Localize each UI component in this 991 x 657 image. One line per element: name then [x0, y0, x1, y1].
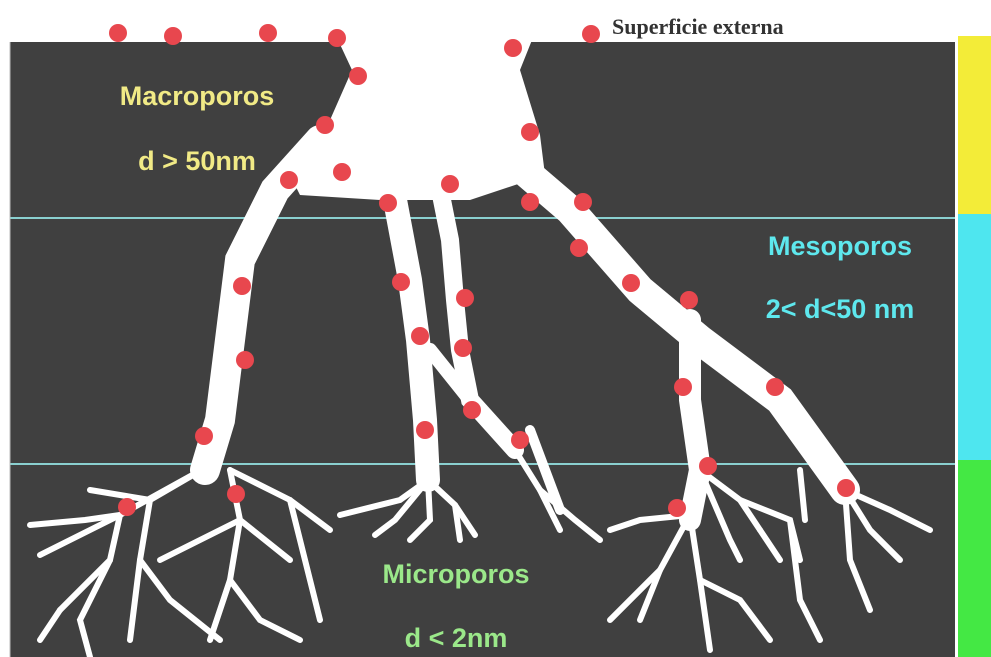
- meso-name-label: Mesoporos: [768, 231, 912, 261]
- micro-name-label: Microporos: [382, 559, 529, 589]
- zone-color-bar: [958, 36, 991, 657]
- active-site-dot: [379, 194, 397, 212]
- active-site-dot: [582, 25, 600, 43]
- active-site-dot: [511, 431, 529, 449]
- active-site-dot: [570, 239, 588, 257]
- active-site-dot: [837, 479, 855, 497]
- active-site-dot: [236, 351, 254, 369]
- active-site-dot: [504, 39, 522, 57]
- active-site-dot: [699, 457, 717, 475]
- active-site-dot: [574, 193, 592, 211]
- active-site-dot: [328, 29, 346, 47]
- active-site-dot: [316, 116, 334, 134]
- active-site-dot: [622, 274, 640, 292]
- active-site-dot: [416, 421, 434, 439]
- active-site-dot: [333, 163, 351, 181]
- active-site-dot: [411, 327, 429, 345]
- macro-color-segment: [958, 36, 991, 214]
- micro-color-segment: [958, 460, 991, 657]
- active-site-dot: [680, 291, 698, 309]
- macro-size-label: d > 50nm: [138, 146, 256, 176]
- active-site-dot: [349, 67, 367, 85]
- active-site-dot: [674, 378, 692, 396]
- active-site-dot: [280, 171, 298, 189]
- active-site-dot: [766, 378, 784, 396]
- meso-size-label: 2< d<50 nm: [766, 294, 915, 324]
- active-site-dot: [521, 193, 539, 211]
- active-site-dot: [259, 24, 277, 42]
- active-site-dot: [521, 123, 539, 141]
- active-site-dot: [463, 401, 481, 419]
- active-site-dot: [164, 27, 182, 45]
- active-site-dot: [118, 498, 136, 516]
- macro-name-label: Macroporos: [120, 81, 275, 111]
- active-site-dot: [392, 273, 410, 291]
- active-site-dot: [454, 339, 472, 357]
- meso-color-segment: [958, 214, 991, 460]
- active-site-dot: [456, 289, 474, 307]
- active-site-dot: [668, 499, 686, 517]
- surface-label: Superficie externa: [612, 14, 784, 39]
- active-site-dot: [227, 485, 245, 503]
- active-site-dot: [441, 175, 459, 193]
- active-site-dot: [195, 427, 213, 445]
- active-site-dot: [109, 24, 127, 42]
- active-site-dot: [233, 277, 251, 295]
- micro-size-label: d < 2nm: [405, 623, 508, 653]
